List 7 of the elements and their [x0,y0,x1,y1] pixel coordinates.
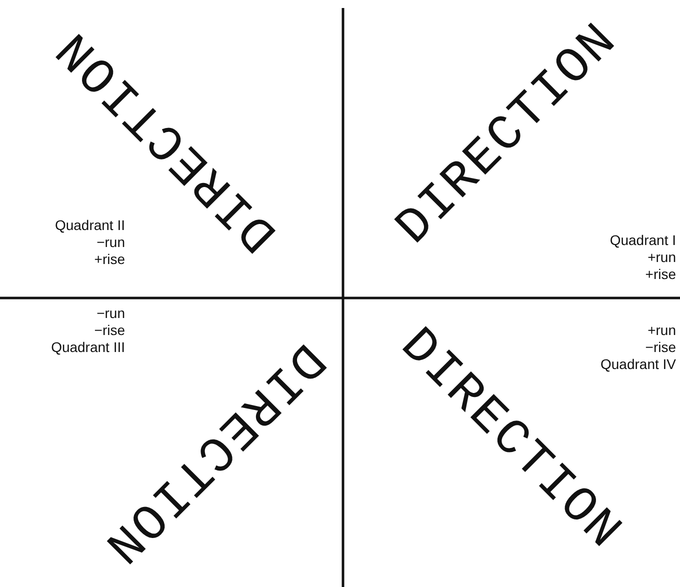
quadrant-label: +run [648,322,676,339]
quadrant-label: −run [96,305,125,322]
quadrant-label: +rise [645,266,676,283]
quadrant-label: −rise [645,339,676,356]
quadrant-label: −rise [94,322,125,339]
quadrant-label: +rise [94,251,125,268]
quadrant-label: +run [648,249,676,266]
